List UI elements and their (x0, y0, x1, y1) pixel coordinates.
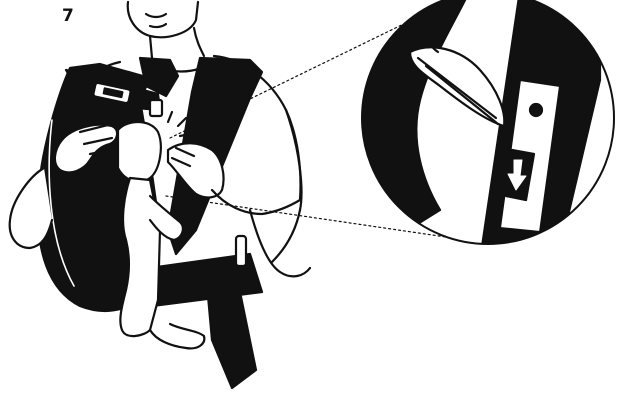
step-number: 7 (62, 8, 74, 25)
detail-zoom-circle (360, 0, 620, 260)
